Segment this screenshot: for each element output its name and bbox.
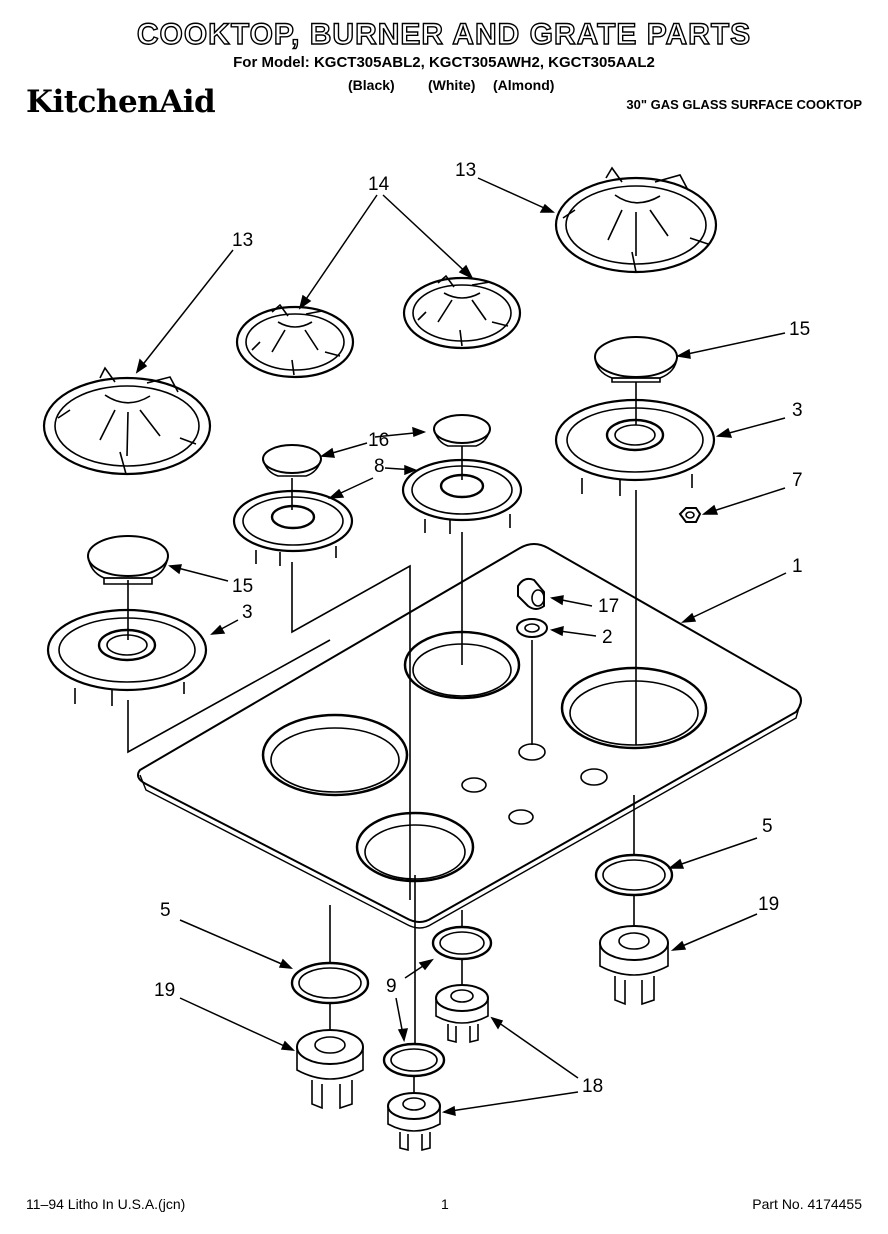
callout-3-left: 3 — [242, 602, 253, 623]
burner-head-large-left — [296, 1029, 364, 1110]
callout-9: 9 — [386, 976, 397, 997]
burner-cap-small-left — [262, 444, 322, 477]
callout-13-left: 13 — [232, 230, 253, 251]
burner-head-small-lower — [387, 1092, 441, 1152]
callout-15-right: 15 — [789, 319, 810, 340]
callout-5-right: 5 — [762, 816, 773, 837]
callout-1: 1 — [792, 556, 803, 577]
callout-7: 7 — [792, 470, 803, 491]
gasket-small-lower — [382, 1042, 446, 1078]
product-subtitle: 30" GAS GLASS SURFACE COOKTOP — [626, 97, 862, 112]
knob — [517, 577, 545, 610]
burner-cap-large-right — [594, 336, 678, 383]
gasket-large-left — [290, 961, 370, 1005]
grate-small-left — [235, 303, 355, 379]
callout-5-left: 5 — [160, 900, 171, 921]
page-title: COOKTOP, BURNER AND GRATE PARTS — [136, 17, 752, 51]
burner-head-small-upper — [435, 984, 489, 1044]
burner-head-large-right — [599, 925, 669, 1006]
callout-3-right: 3 — [792, 400, 803, 421]
gasket-small-upper — [431, 925, 493, 961]
callout-15-left: 15 — [232, 576, 253, 597]
burner-base-large-right — [554, 398, 716, 496]
burner-base-large-left — [46, 608, 208, 706]
callout-16: 16 — [368, 430, 389, 451]
callout-19-left: 19 — [154, 980, 175, 1001]
callout-19-right: 19 — [758, 894, 779, 915]
burner-cap-large-left — [87, 535, 169, 585]
callout-17: 17 — [598, 596, 619, 617]
leader-lines — [135, 177, 787, 1117]
color-white: (White) — [428, 77, 476, 93]
color-almond: (Almond) — [493, 77, 555, 93]
callout-2: 2 — [602, 627, 613, 648]
grate-small-right — [402, 274, 522, 350]
brand-logo: KitchenAid — [26, 84, 216, 120]
callout-13-right: 13 — [455, 160, 476, 181]
gasket-large-right — [594, 853, 674, 897]
footer-page-number: 1 — [441, 1196, 449, 1212]
callout-labels: 13 13 14 15 15 16 8 3 3 7 1 17 2 5 5 19 … — [154, 160, 810, 1097]
cooktop-glass — [137, 543, 802, 929]
grate-large-left — [42, 366, 212, 476]
model-list: For Model: KGCT305ABL2, KGCT305AWH2, KGC… — [233, 54, 655, 71]
callout-8: 8 — [374, 456, 385, 477]
burner-base-small-left — [232, 489, 354, 566]
callout-14: 14 — [368, 174, 390, 195]
color-black: (Black) — [348, 77, 395, 93]
footer-part-number: Part No. 4174455 — [752, 1196, 862, 1212]
callout-18: 18 — [582, 1076, 603, 1097]
nut — [678, 507, 702, 523]
burner-cap-small-right — [433, 414, 491, 447]
assembly-lines — [127, 382, 637, 1093]
footer-litho: 11–94 Litho In U.S.A.(jcn) — [26, 1196, 186, 1212]
grate-large-right — [554, 166, 718, 274]
washer — [516, 618, 548, 638]
